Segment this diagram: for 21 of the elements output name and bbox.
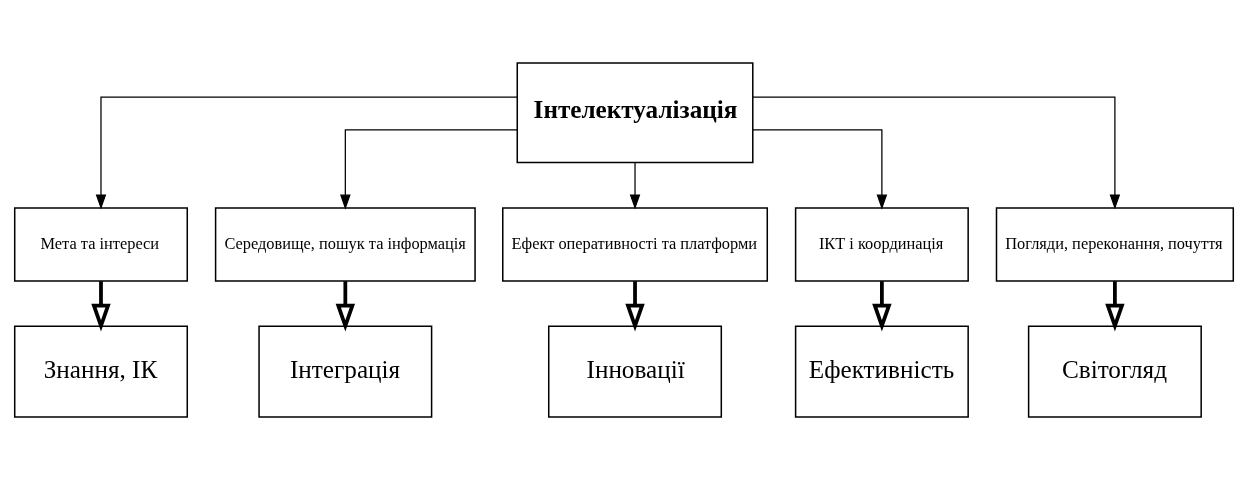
arrow — [752, 95, 1121, 209]
arrow — [872, 280, 892, 332]
arrow — [625, 280, 645, 332]
arrow — [340, 128, 518, 210]
arrow — [629, 161, 641, 210]
node-box: Інтелектуалізація — [516, 61, 754, 163]
node-box: Знання, ІК — [13, 325, 188, 418]
node-box: ІКТ і координація — [794, 206, 969, 282]
node-box: Погляди, переконання, почуття — [995, 206, 1235, 282]
node-box: Світогляд — [1027, 325, 1202, 418]
arrow — [752, 128, 888, 210]
node-box: Інновації — [548, 325, 723, 418]
arrow — [335, 280, 356, 332]
node-box: Середовище, пошук та інформація — [214, 206, 476, 282]
node-box: Мета та інтереси — [13, 206, 188, 282]
node-box: Ефективність — [794, 325, 969, 418]
arrow — [91, 280, 111, 332]
node-box: Інтеграція — [258, 325, 433, 418]
arrow — [1105, 280, 1125, 332]
node-box: Ефект оперативності та платформи — [502, 206, 769, 282]
arrow — [95, 95, 518, 209]
